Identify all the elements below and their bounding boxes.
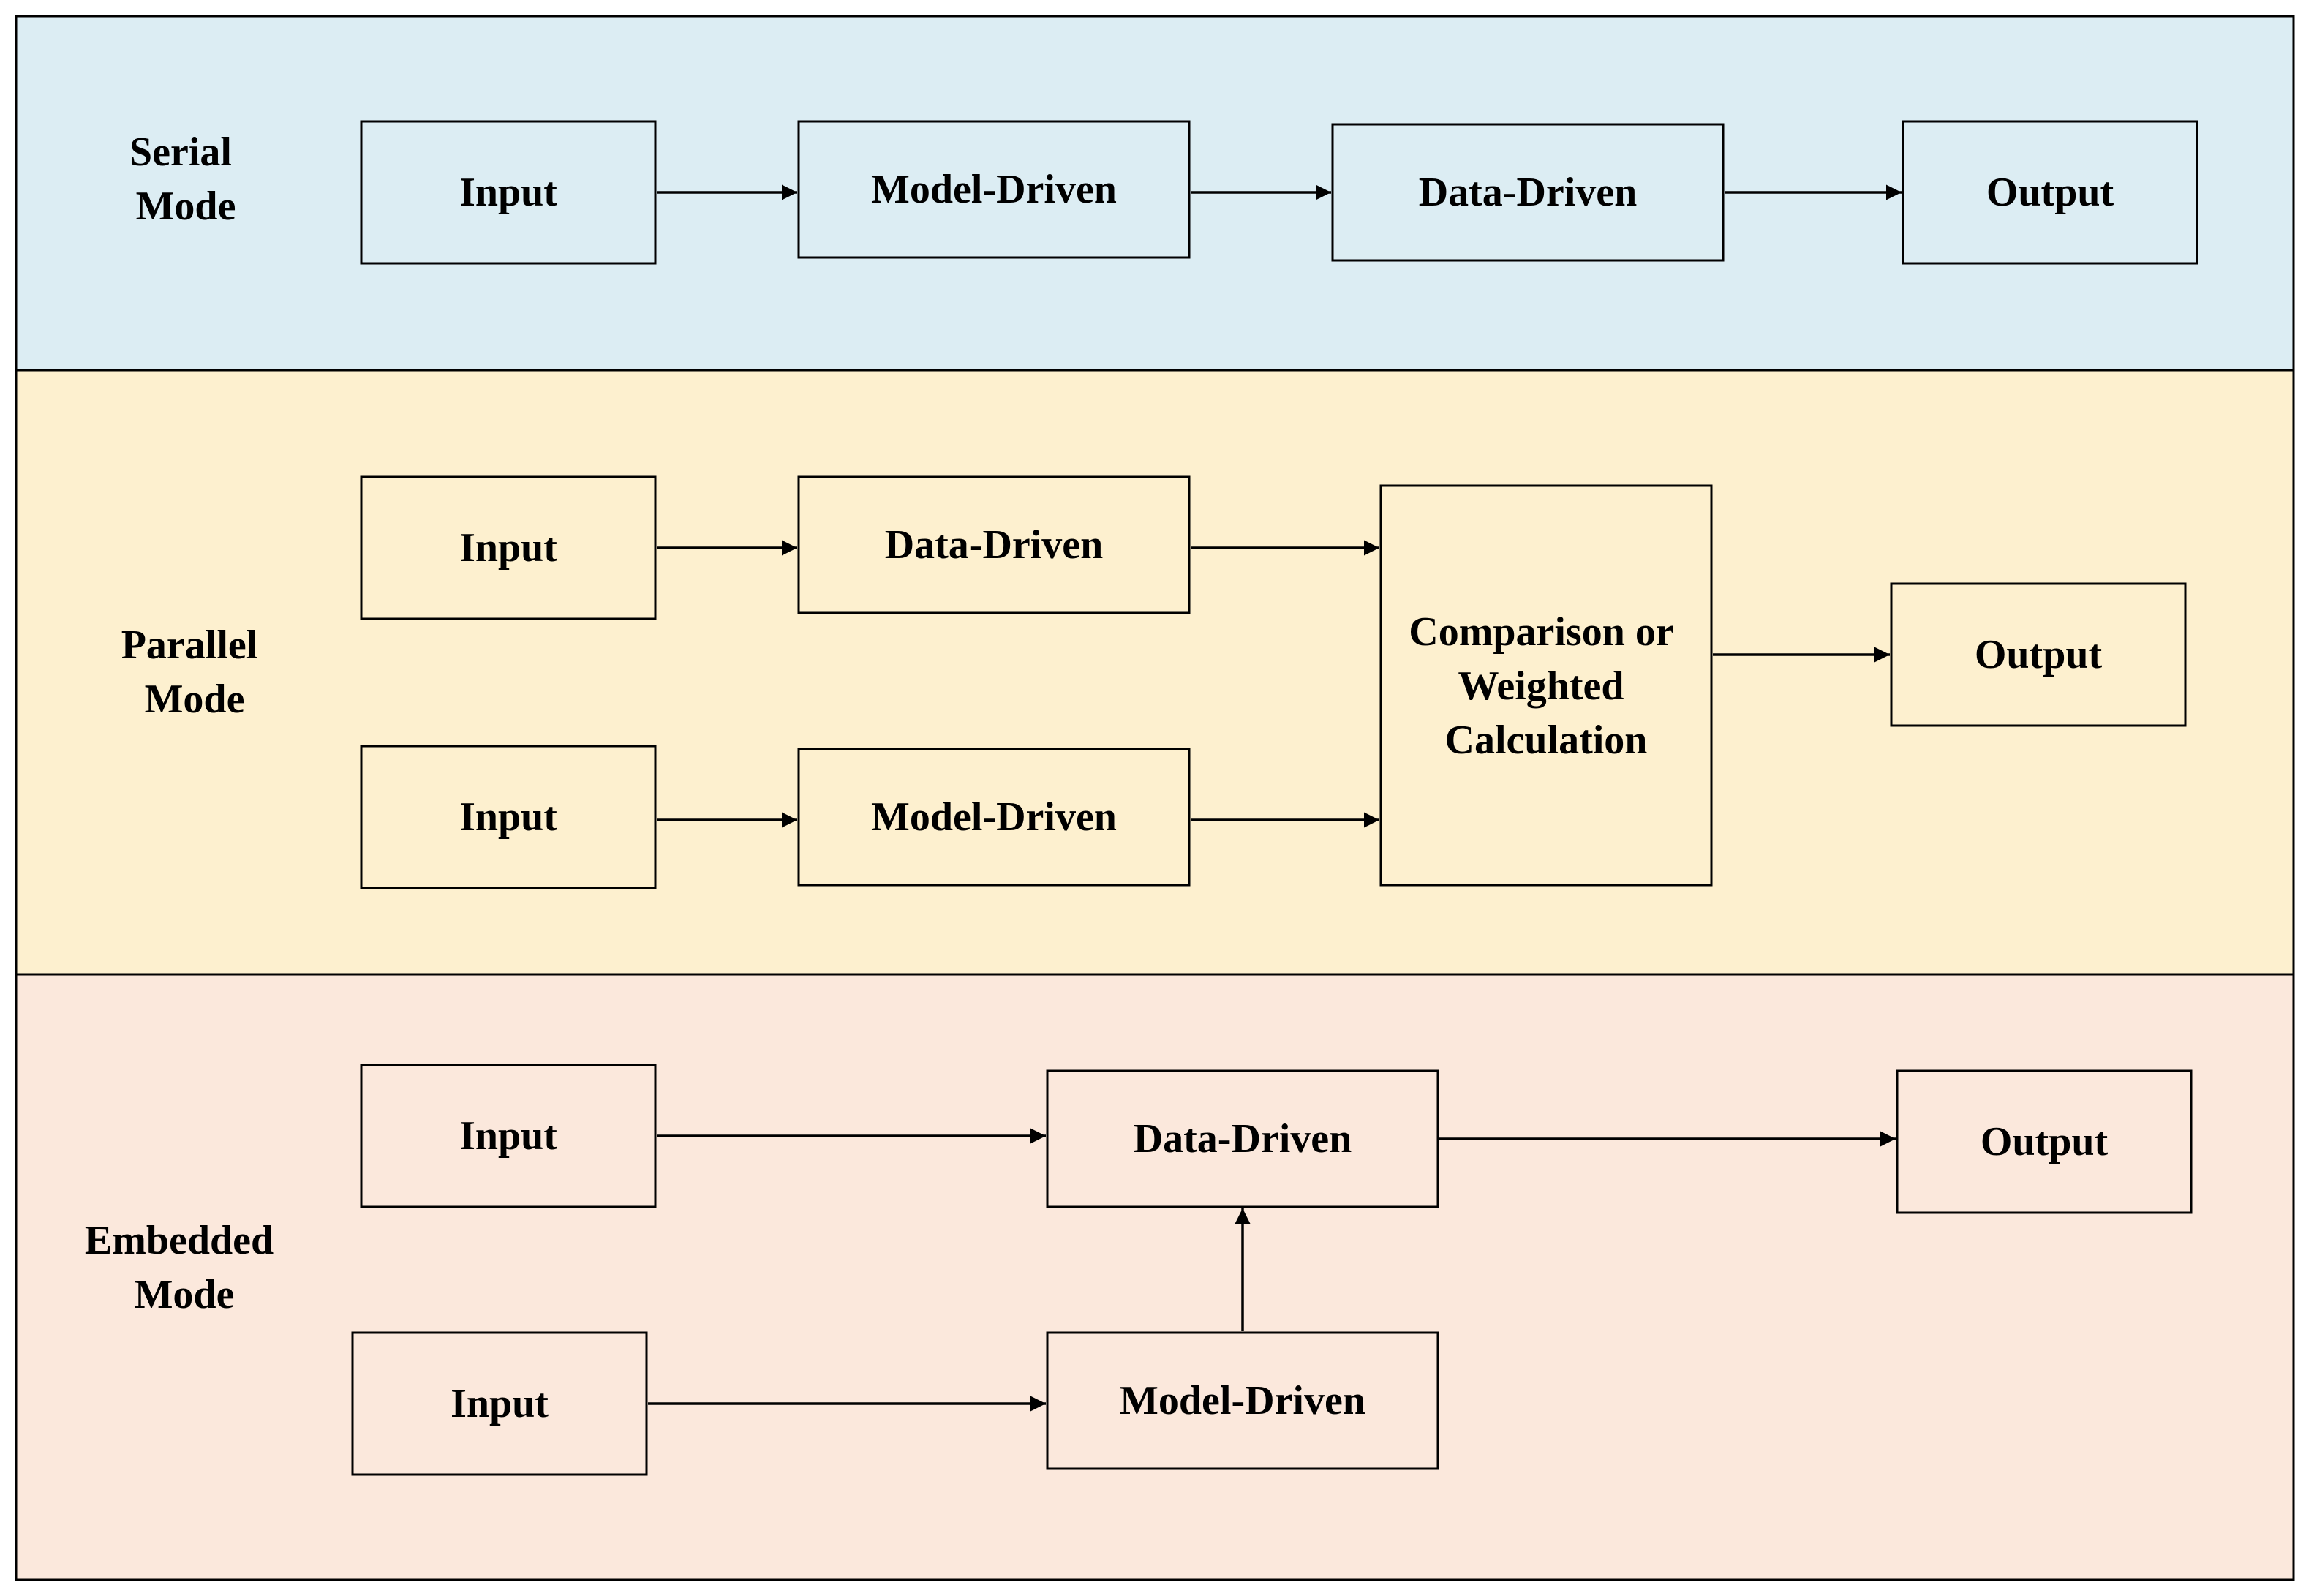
parallel-combiner-line-1: Comparison or xyxy=(1409,609,1673,655)
embedded-output-label: Output xyxy=(1981,1119,2109,1164)
serial-data-driven-box: Data-Driven xyxy=(1331,123,1725,262)
parallel-mode-band xyxy=(15,369,2295,976)
embedded-mode-label-line-1: Embedded xyxy=(85,1218,274,1263)
embedded-model-driven-box: Model-Driven xyxy=(1046,1331,1439,1470)
parallel-output-label: Output xyxy=(1975,632,2103,677)
serial-model-driven-label: Model-Driven xyxy=(871,167,1117,212)
serial-output-box: Output xyxy=(1902,120,2198,265)
serial-input-box: Input xyxy=(360,120,657,265)
parallel-combiner-line-2: Weighted xyxy=(1458,663,1624,709)
embedded-model-driven-label: Model-Driven xyxy=(1120,1378,1365,1423)
serial-mode-label-line-2: Mode xyxy=(136,184,236,229)
embedded-mode-panel: Embedded Mode Input Data-Driven Output I… xyxy=(15,973,2295,1581)
embedded-input-bottom-box: Input xyxy=(351,1331,648,1476)
embedded-input-top-box: Input xyxy=(360,1064,657,1208)
embedded-output-box: Output xyxy=(1896,1069,2193,1214)
parallel-mode-label-line-2: Mode xyxy=(145,677,245,722)
parallel-model-driven-box: Model-Driven xyxy=(797,748,1191,887)
embedded-data-driven-label: Data-Driven xyxy=(1134,1116,1352,1162)
serial-input-label: Input xyxy=(459,170,557,215)
embedded-mode-label-line-2: Mode xyxy=(135,1272,235,1317)
parallel-combiner-label: Comparison or Weighted Calculation xyxy=(1409,609,1683,763)
serial-mode-label: Serial Mode xyxy=(129,129,242,229)
serial-mode-label-line-1: Serial xyxy=(129,129,232,175)
serial-output-label: Output xyxy=(1986,170,2114,215)
embedded-input-bottom-label: Input xyxy=(451,1381,549,1426)
parallel-mode-label-line-1: Parallel xyxy=(121,622,258,668)
parallel-data-driven-label: Data-Driven xyxy=(885,522,1104,568)
parallel-input-bottom-box: Input xyxy=(360,745,657,889)
parallel-mode-panel: Parallel Mode Input Data-Driven Input Mo… xyxy=(15,369,2295,976)
embedded-data-driven-box: Data-Driven xyxy=(1046,1069,1439,1208)
parallel-output-box: Output xyxy=(1890,582,2187,727)
serial-model-driven-box: Model-Driven xyxy=(797,120,1191,259)
serial-mode-panel: Serial Mode Input Model-Driven Data-Driv… xyxy=(15,15,2295,372)
parallel-model-driven-label: Model-Driven xyxy=(871,794,1117,840)
embedded-mode-label: Embedded Mode xyxy=(85,1218,284,1317)
embedded-mode-band xyxy=(15,973,2295,1581)
parallel-combiner-box: Comparison or Weighted Calculation xyxy=(1379,484,1713,887)
parallel-input-bottom-label: Input xyxy=(459,794,557,840)
parallel-data-driven-box: Data-Driven xyxy=(797,475,1191,614)
parallel-input-top-box: Input xyxy=(360,475,657,620)
serial-data-driven-label: Data-Driven xyxy=(1419,170,1638,215)
parallel-combiner-line-3: Calculation xyxy=(1445,718,1648,763)
parallel-input-top-label: Input xyxy=(459,525,557,571)
embedded-input-top-label: Input xyxy=(459,1113,557,1159)
parallel-mode-label: Parallel Mode xyxy=(121,622,268,722)
serial-mode-band xyxy=(15,15,2295,372)
